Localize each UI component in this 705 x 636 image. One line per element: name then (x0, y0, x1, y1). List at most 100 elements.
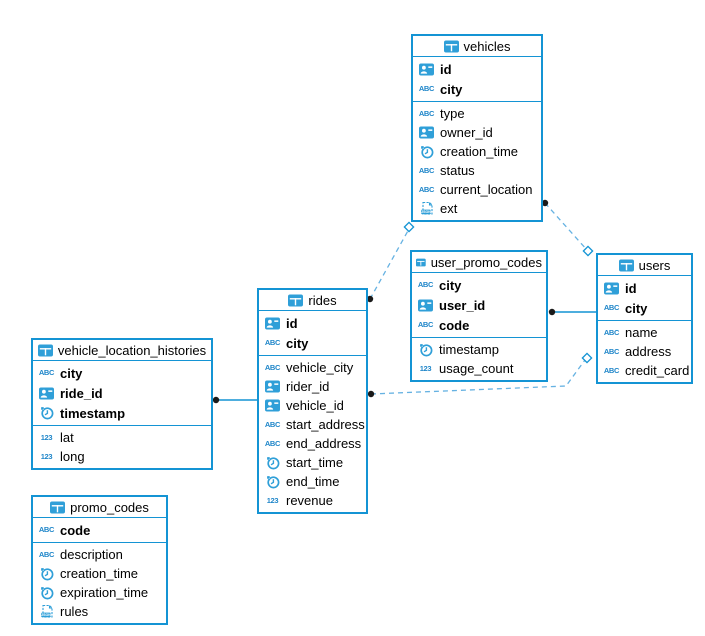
field-name: description (60, 547, 123, 562)
field-type-icon-wrap (418, 144, 435, 159)
relationship-line-rides-users[interactable] (370, 359, 586, 395)
field-row-user_id[interactable]: user_id (412, 295, 546, 315)
field-row-revenue[interactable]: 123 revenue (259, 491, 366, 510)
text-type-icon: ABC (418, 108, 435, 118)
field-row-name[interactable]: ABC name (598, 323, 691, 342)
field-type-icon-wrap (264, 455, 281, 470)
field-row-start_address[interactable]: ABC start_address (259, 415, 366, 434)
text-type-icon: ABC (603, 303, 620, 313)
svg-text:JSON: JSON (421, 210, 431, 214)
table-header-promo_codes[interactable]: promo_codes (33, 497, 166, 518)
field-name: city (440, 81, 463, 97)
table-header-vehicle_location_histories[interactable]: vehicle_location_histories (33, 340, 211, 361)
field-row-description[interactable]: ABC description (33, 545, 166, 564)
field-row-timestamp[interactable]: timestamp (33, 403, 211, 423)
field-name: ext (440, 201, 458, 216)
relationship-line-vehicles-users[interactable] (544, 202, 588, 251)
json-type-icon: JSON (421, 201, 433, 215)
field-name: start_time (286, 455, 344, 470)
field-name: creation_time (60, 566, 139, 581)
table-icon (50, 501, 66, 513)
field-type-icon-wrap: ABC (603, 367, 620, 375)
table-icon (416, 258, 426, 266)
timestamp-type-icon (39, 566, 53, 580)
field-name: expiration_time (60, 585, 149, 600)
field-name: revenue (286, 493, 333, 508)
field-row-ride_id[interactable]: ride_id (33, 383, 211, 403)
table-header-user_promo_codes[interactable]: user_promo_codes (412, 252, 546, 273)
field-row-id[interactable]: id (259, 313, 366, 333)
field-name: timestamp (439, 342, 499, 357)
field-type-icon-wrap (264, 399, 281, 412)
field-row-ext[interactable]: JSON ext (413, 199, 541, 218)
table-title: users (638, 257, 671, 273)
field-row-owner_id[interactable]: owner_id (413, 123, 541, 142)
field-name: city (60, 365, 83, 381)
text-type-icon: ABC (264, 438, 281, 448)
field-name: id (625, 280, 637, 296)
table-title: vehicles (463, 38, 511, 54)
field-row-timestamp[interactable]: timestamp (412, 340, 546, 359)
field-row-id[interactable]: id (413, 59, 541, 79)
table-header-users[interactable]: users (598, 255, 691, 276)
table-icon (618, 259, 634, 271)
field-type-icon-wrap: 123 (264, 497, 281, 505)
field-type-icon-wrap (38, 585, 55, 600)
table-header-vehicles[interactable]: vehicles (413, 36, 541, 57)
fields-section: ABC description creation_time expiration_… (33, 543, 166, 623)
field-row-creation_time[interactable]: creation_time (413, 142, 541, 161)
field-row-rules[interactable]: JSON rules (33, 602, 166, 621)
field-type-icon-wrap: ABC (38, 551, 55, 559)
relationship-diamond-marker-vehicles-users (582, 245, 594, 257)
field-name: start_address (286, 417, 365, 432)
field-row-end_time[interactable]: end_time (259, 472, 366, 491)
field-row-start_time[interactable]: start_time (259, 453, 366, 472)
relationship-line-rides-vehicles[interactable] (369, 228, 410, 300)
field-type-icon-wrap: ABC (264, 339, 281, 347)
field-type-icon-wrap (418, 63, 435, 76)
timestamp-type-icon (265, 455, 279, 469)
text-type-icon: ABC (603, 327, 620, 337)
field-type-icon-wrap: ABC (264, 421, 281, 429)
field-name: user_id (439, 297, 486, 313)
field-type-icon-wrap (417, 299, 434, 312)
field-type-icon-wrap (38, 566, 55, 581)
id-type-icon (419, 126, 434, 139)
relationship-dot-marker-user_promo_codes-users (548, 308, 556, 316)
field-row-vehicle_id[interactable]: vehicle_id (259, 396, 366, 415)
field-type-icon-wrap: ABC (417, 281, 434, 289)
field-row-creation_time[interactable]: creation_time (33, 564, 166, 583)
field-name: name (625, 325, 658, 340)
field-type-icon-wrap (264, 380, 281, 393)
field-row-expiration_time[interactable]: expiration_time (33, 583, 166, 602)
field-row-id[interactable]: id (598, 278, 691, 298)
field-row-rider_id[interactable]: rider_id (259, 377, 366, 396)
table-header-rides[interactable]: rides (259, 290, 366, 311)
